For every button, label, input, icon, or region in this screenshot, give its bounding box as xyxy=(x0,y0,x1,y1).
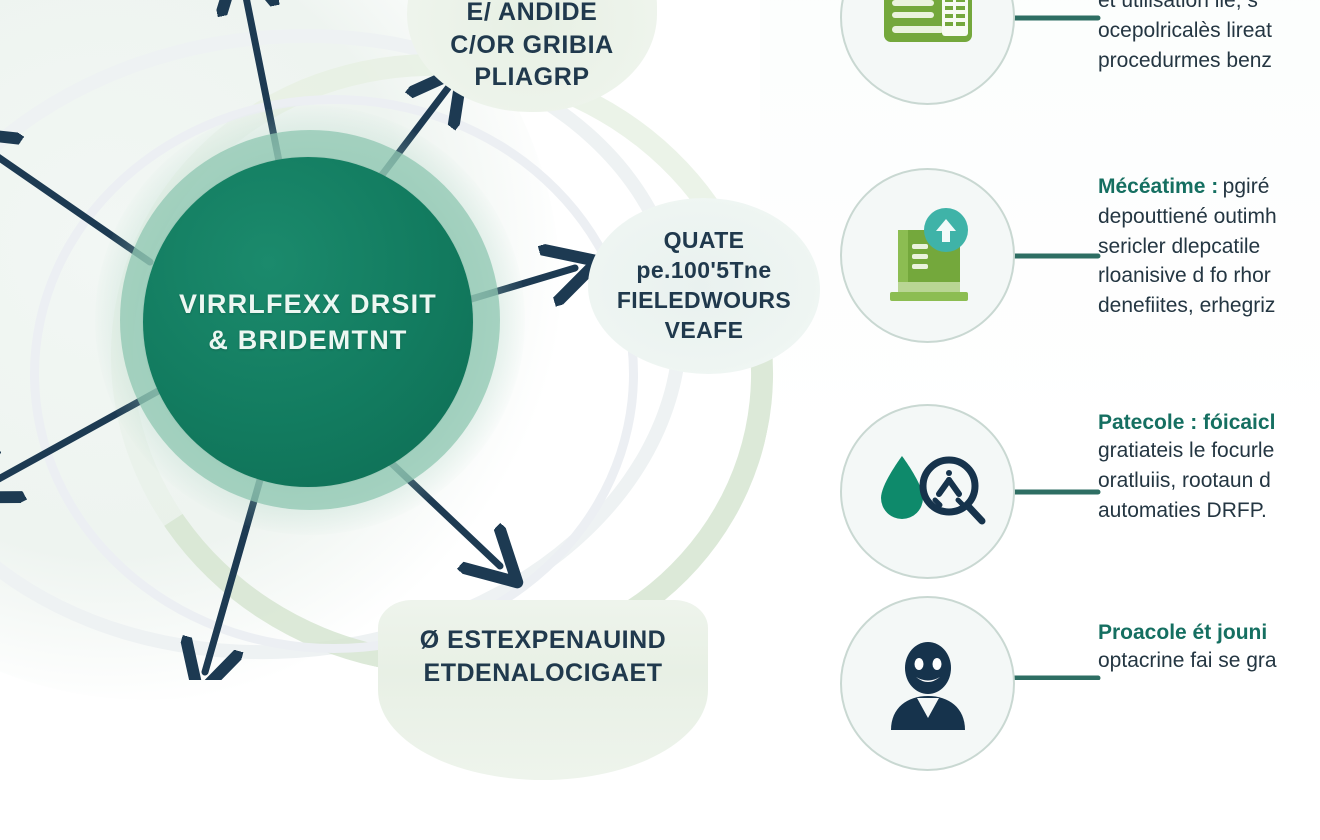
node-right-line-1: QUATE xyxy=(663,227,745,254)
panel-item-4-heading-line: Proacole ét jouni xyxy=(1098,620,1320,646)
panel-item-2-first-line: Mécéatime : pgiré xyxy=(1098,172,1320,202)
node-bottom[interactable]: Ø ESTEXPENAUIND ETDENALOCIGAET xyxy=(378,600,708,780)
panel-item-4-body-line-1: optacrine fai se gra xyxy=(1098,649,1277,673)
panel-item-3-body-line-1: gratiateis le focurle xyxy=(1098,439,1275,463)
panel-list: et utilisation lie, s ocepolricalès lire… xyxy=(820,0,1320,771)
panel-item-2-body-line-5: denefiites, erhegriz xyxy=(1098,294,1276,318)
document-report-icon xyxy=(883,0,972,42)
node-right-line-3: FIELEDWOURS xyxy=(616,287,792,313)
panel-item-2-text: Mécéatime : pgiré depouttiené outimh ser… xyxy=(1098,172,1320,321)
person-icon xyxy=(890,641,965,730)
hub-title-line-2: & BRIDEMTNT xyxy=(208,325,408,355)
panel-item-1-text: et utilisation lie, s ocepolricalès lire… xyxy=(1098,0,1320,75)
icon-circle-2[interactable] xyxy=(840,168,1015,343)
node-top-line-3: PLIAGRP xyxy=(474,63,590,91)
document-upload-icon xyxy=(889,207,968,301)
node-bottom-line-1: Ø ESTEXPENAUIND xyxy=(419,626,667,654)
node-right-line-2: pe.100'5Tne xyxy=(636,257,772,284)
icon-circle-3[interactable] xyxy=(840,404,1015,579)
node-right-line-4: VEAFE xyxy=(664,316,744,343)
hub-title-line-1: VIRRLFEXX DRSIT xyxy=(178,288,438,319)
panel-item-2-heading: Mécéatime : xyxy=(1098,175,1219,198)
panel-item-1-body-line-1: et utilisation lie, s xyxy=(1098,0,1258,12)
panel-item-3-text: Patecole : fóicaicl gratiateis le focurl… xyxy=(1098,410,1320,526)
panel-item-2-body-line-3: sericler dlepcatile xyxy=(1098,234,1261,258)
central-hub[interactable]: VIRRLFEXX DRSIT & BRIDEMTNT xyxy=(143,157,473,487)
panel-item-2-body-line-1: pgiré xyxy=(1222,175,1270,198)
panel-item-4-text: Proacole ét jouni optacrine fai se gra xyxy=(1098,620,1320,676)
panel-item-2-body-line-2: depouttiené outimh xyxy=(1098,204,1277,228)
panel-item-1-body-line-2: ocepolricalès lireat xyxy=(1098,18,1272,42)
panel-item-3-heading: Patecole : fóicaicl xyxy=(1098,411,1276,434)
node-top-line-1: E/ ANDIDE xyxy=(466,0,598,26)
panel-item-3-body-line-2: oratluiis, rootaun d xyxy=(1098,469,1271,493)
node-top-line-2: C/OR GRIBIA xyxy=(450,30,614,59)
node-right[interactable]: QUATE pe.100'5Tne FIELEDWOURS VEAFE xyxy=(588,198,820,374)
icon-circle-4[interactable] xyxy=(840,596,1015,771)
droplet-magnifier-icon xyxy=(880,455,985,524)
panel-connectors xyxy=(997,15,1101,680)
panel-item-3-body-line-3: automaties DRFP. xyxy=(1098,498,1267,522)
panel-item-1-body-line-3: procedurmes benz xyxy=(1098,48,1272,72)
panel-item-4-heading: Proacole ét jouni xyxy=(1098,621,1268,644)
node-bottom-line-2: ETDENALOCIGAET xyxy=(423,658,663,687)
panel-item-3-heading-line: Patecole : fóicaicl xyxy=(1098,410,1320,436)
icon-circle-1[interactable] xyxy=(840,0,1015,105)
panel-item-2-body-line-4: rloanisive d fo rhor xyxy=(1098,264,1271,288)
